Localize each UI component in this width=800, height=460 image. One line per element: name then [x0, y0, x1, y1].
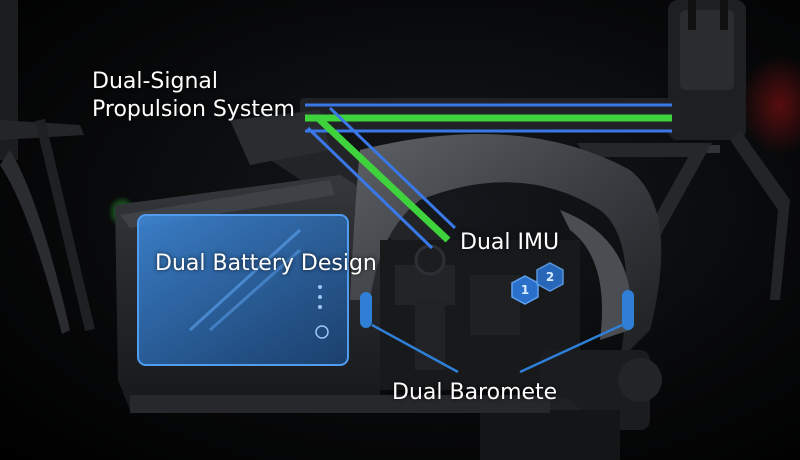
left-leg-inner	[35, 118, 95, 332]
blue-signal-diagonal-2	[328, 106, 457, 230]
outer-shell	[350, 134, 662, 360]
imu-chip-2-icon: 2	[535, 262, 565, 292]
barometer-label: Dual Baromete	[392, 380, 558, 405]
green-signal-diagonal	[315, 115, 451, 243]
imu-chip-1-number: 1	[520, 283, 530, 297]
blue-signal-diagonal-1	[306, 126, 434, 250]
imu-label: Dual IMU	[460, 230, 560, 255]
propulsion-label: Dual-Signal Propulsion System	[92, 68, 295, 124]
lower-bar	[130, 395, 550, 413]
propulsion-label-line2: Propulsion System	[92, 97, 295, 122]
rear-red-light	[740, 55, 800, 155]
propulsion-label-line1: Dual-Signal	[92, 69, 218, 94]
barometer-right-icon	[622, 290, 634, 330]
barometer-left-pointer	[371, 323, 459, 374]
barometer-right-pointer	[519, 323, 623, 374]
right-leg-outer	[730, 130, 790, 300]
left-leg	[0, 150, 70, 334]
battery-pack-icon	[137, 214, 349, 366]
barometer-left-icon	[360, 292, 372, 328]
left-motor-mount	[0, 0, 18, 160]
battery-label: Dual Battery Design	[155, 251, 377, 276]
imu-chip-2-number: 2	[545, 270, 555, 284]
